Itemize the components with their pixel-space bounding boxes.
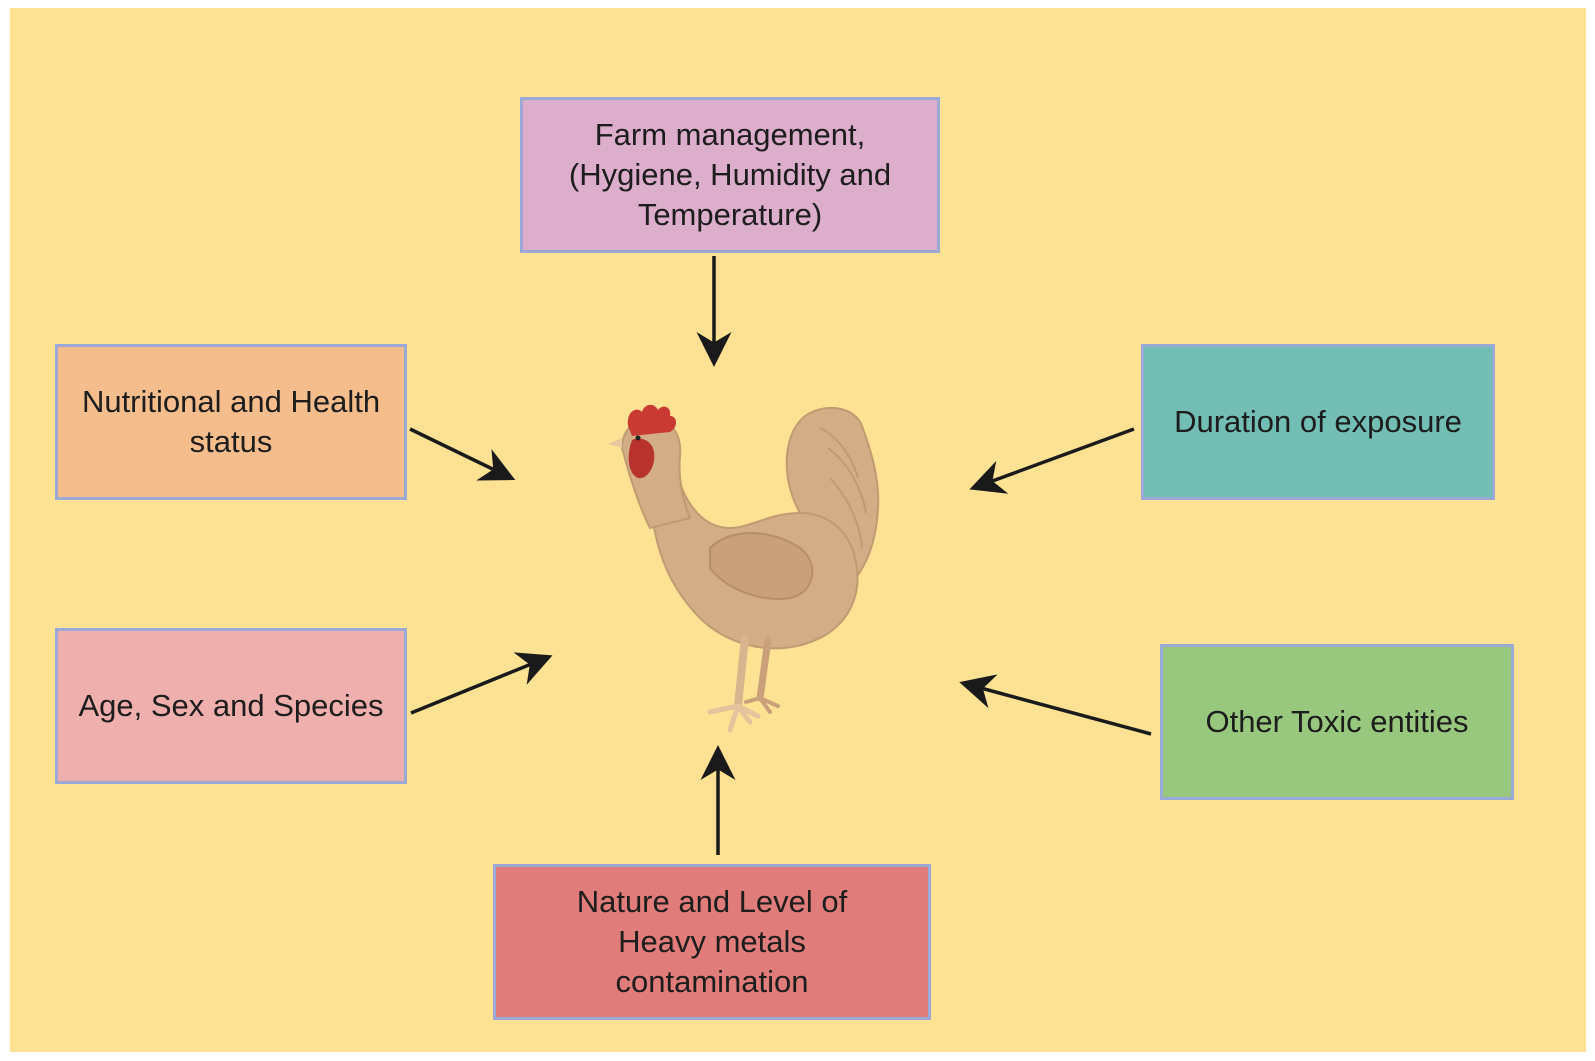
diagram-canvas: Farm management, (Hygiene, Humidity and … <box>10 8 1586 1052</box>
age-sex-species-label: Age, Sex and Species <box>78 688 384 723</box>
arrow-age <box>410 652 553 715</box>
arrow-duration <box>969 427 1135 494</box>
other-toxic-box: Other Toxic entities <box>1160 644 1514 800</box>
other-toxic-label: Other Toxic entities <box>1205 704 1469 739</box>
duration-exposure-label: Duration of exposure <box>1174 404 1462 439</box>
duration-exposure-box: Duration of exposure <box>1141 344 1495 500</box>
nutritional-health-label: Nutritional and Health status <box>81 384 381 459</box>
arrows-layer <box>409 256 1152 855</box>
nutritional-health-box: Nutritional and Health status <box>55 344 407 500</box>
farm-management-label: Farm management, (Hygiene, Humidity and … <box>568 117 892 232</box>
arrow-nutri <box>409 427 516 481</box>
heavy-metals-label: Nature and Level of Heavy metals contami… <box>576 884 848 999</box>
age-sex-species-box: Age, Sex and Species <box>55 628 407 784</box>
arrow-toxic <box>959 674 1152 736</box>
heavy-metals-box: Nature and Level of Heavy metals contami… <box>493 864 931 1020</box>
chicken-icon <box>608 404 880 733</box>
farm-management-box: Farm management, (Hygiene, Humidity and … <box>520 97 940 253</box>
